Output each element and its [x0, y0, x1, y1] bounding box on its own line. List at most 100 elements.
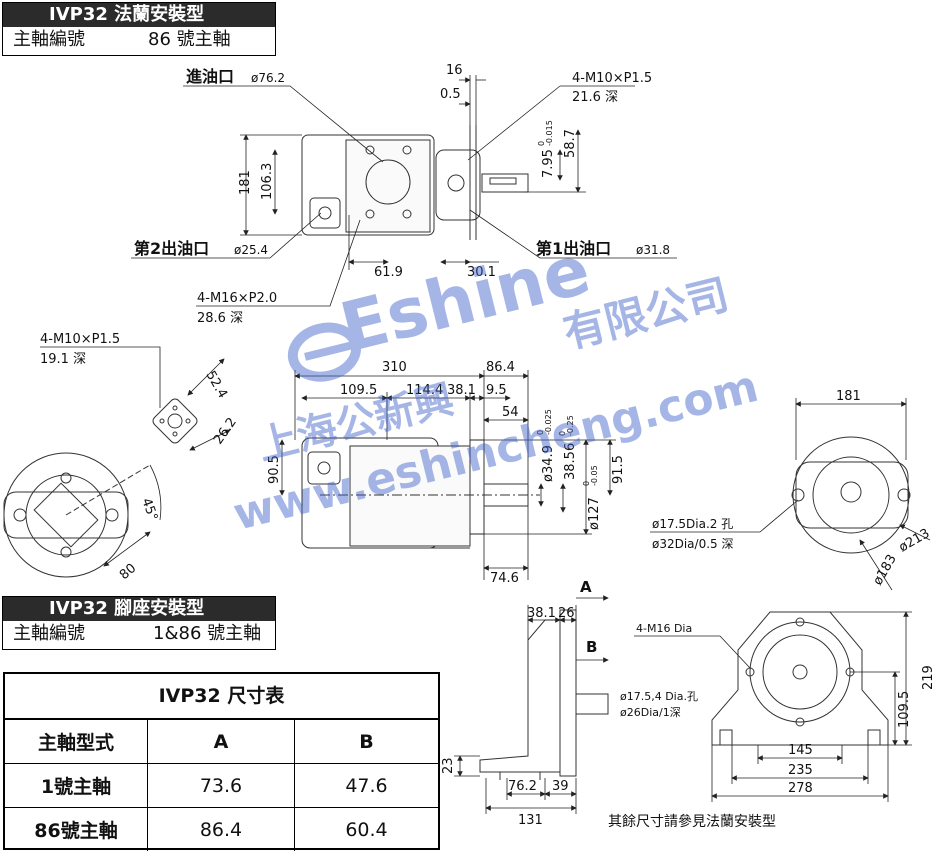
flange-pilot [812, 456, 890, 534]
inlet-dia: ø76.2 [251, 71, 285, 85]
shaft-flange-rotated [152, 398, 198, 444]
foot-front-bolt: 4-M16 Dia [636, 622, 692, 635]
top-view-dims [131, 75, 677, 307]
side-view-labels: 310 86.4 109.5 114.4 38.1 9.5 54 90.5 ø3… [267, 360, 626, 586]
shaft-detail-dims [40, 346, 231, 567]
foot-front-shaft [792, 664, 808, 680]
dim-90-5: 90.5 [267, 455, 282, 484]
flange-dim-213: ø213 [897, 526, 933, 555]
flange-hole [897, 488, 911, 502]
foot-side-dims [454, 595, 609, 814]
flange-front-dims [650, 398, 931, 591]
foot-front-labels: 4-M16 Dia 219 109.5 145 235 278 其餘尺寸請參見法… [608, 622, 936, 830]
side-view [301, 437, 540, 549]
shaft-center [167, 413, 183, 429]
foot-dim-26: 26 [558, 606, 575, 621]
front-flange [435, 149, 481, 221]
dim-30-1: 30.1 [467, 265, 496, 280]
foot-dim-145: 145 [788, 743, 813, 758]
pump-cover-side [349, 445, 471, 547]
inlet-label: 進油口 [186, 67, 234, 86]
pump-body-top [301, 134, 435, 236]
bolt-m10-depth: 21.6 深 [572, 90, 618, 105]
outlet1-dia: ø31.8 [636, 243, 670, 257]
flange-mount-title: IVP32 法蘭安裝型 [3, 3, 275, 27]
foot-dim-38-1: 38.1 [527, 606, 556, 621]
size-table-header-cell: B [359, 730, 374, 753]
dim-34-9: ø34.9 [541, 445, 556, 482]
flange-dim-183: ø183 [870, 552, 899, 588]
outlet2-side [307, 451, 341, 485]
inlet-bolt [365, 209, 375, 219]
inlet-port [365, 159, 411, 205]
dim-52-4: 52.4 [203, 369, 230, 402]
foot-bracket [479, 619, 561, 773]
tol-38-56-lower: -0.25 [566, 415, 575, 436]
foot-front-view [711, 611, 889, 746]
outlet2-dia: ø25.4 [234, 243, 268, 257]
tol-7-95-lower: -0.015 [545, 120, 554, 146]
dim-310: 310 [382, 360, 407, 375]
foot-dim-219: 219 [921, 665, 936, 690]
top-view-labels: 進油口 ø76.2 第2出油口 ø25.4 第1出油口 ø31.8 4-M16×… [134, 63, 670, 326]
flange-shaft [840, 481, 862, 503]
foot-label-a: A [580, 578, 592, 596]
size-table-title: IVP32 尺寸表 [5, 674, 438, 720]
flange-hole [791, 488, 805, 502]
foot-label-b: B [586, 638, 597, 656]
outlet2-port [318, 206, 332, 220]
side-view-dims [279, 370, 616, 580]
inlet-bolt [402, 145, 412, 155]
foot-front-dims [634, 611, 912, 802]
flange-outer-circle [792, 436, 910, 554]
dim-26-2: 26.2 [211, 415, 240, 447]
foot-dim-131: 131 [518, 813, 543, 828]
bolt-m10: 4-M10×P1.5 [572, 71, 652, 86]
flange-counterbore: ø32Dia/0.5 深 [652, 537, 733, 551]
size-table-cell: 86號主軸 [5, 808, 148, 851]
watermark-logo-icon [287, 322, 362, 382]
tol-127-lower: -0.05 [590, 465, 599, 486]
size-table-cell: 73.6 [148, 764, 295, 807]
flange-plate [795, 461, 909, 529]
size-table-header-cell: 主軸型式 [5, 720, 148, 763]
foot-dim-76-2: 76.2 [508, 779, 537, 794]
foot-dim-278: 278 [788, 781, 813, 796]
dim-61-9: 61.9 [374, 265, 403, 280]
dim-80: 80 [117, 561, 139, 583]
foot-dim-235: 235 [788, 763, 813, 778]
size-table-cell: 86.4 [148, 808, 295, 851]
flange-end-body [3, 491, 129, 539]
size-table: IVP32 尺寸表 主軸型式 A B 1號主軸 73.6 47.6 86號主軸 … [3, 672, 440, 851]
foot-side-labels: A B 38.1 26 23 76.2 39 131 ø17.5,4 Dia.孔… [441, 578, 698, 828]
dim-86-4: 86.4 [486, 360, 515, 375]
foot-dim-39: 39 [552, 779, 569, 794]
shaft-top [481, 173, 529, 193]
dim-74-6: 74.6 [490, 571, 519, 586]
pump-cover-top [345, 139, 431, 233]
outlet2-label: 第2出油口 [134, 239, 209, 258]
foot-hole-note-1: ø17.5,4 Dia.孔 [620, 690, 698, 703]
foot-mount-title: IVP32 腳座安裝型 [3, 597, 275, 621]
foot-front-outer [749, 621, 851, 723]
watermark-brand: Eshine [333, 231, 598, 369]
flange-hole-dia: ø17.5Dia.2 孔 [652, 517, 733, 531]
tol-34-9-lower: -0.025 [544, 409, 553, 435]
inlet-bolt [365, 145, 375, 155]
size-table-cell: 47.6 [345, 774, 388, 797]
tol-34-9-upper: 0 [536, 430, 545, 435]
dim-109-5: 109.5 [340, 383, 377, 398]
shaft-detail [3, 398, 198, 578]
foot-dim-109-5: 109.5 [897, 691, 912, 728]
dim-9-5: 9.5 [486, 383, 507, 398]
bolt-m16-depth: 28.6 深 [197, 311, 243, 326]
size-table-header-row: 主軸型式 A B [5, 720, 438, 764]
tol-7-95-upper: 0 [537, 141, 546, 146]
dim-106-3: 106.3 [260, 163, 275, 200]
dim-38-1: 38.1 [447, 383, 476, 398]
foot-spindle-label: 主軸編號 [13, 623, 85, 644]
flange-dim-181: 181 [836, 389, 861, 404]
